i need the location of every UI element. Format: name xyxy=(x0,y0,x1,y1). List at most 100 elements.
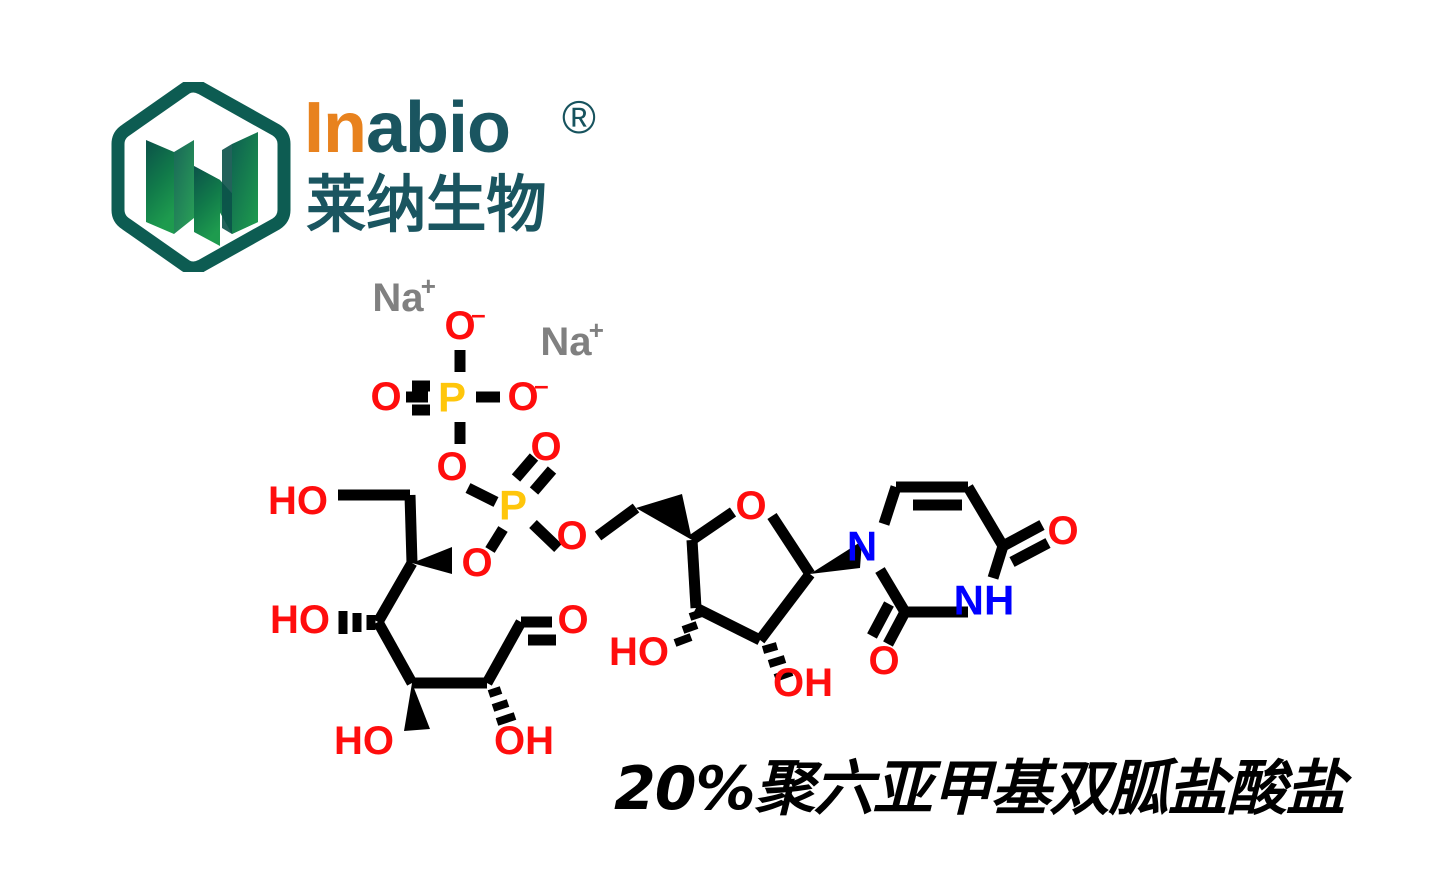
bond-c4-c3 xyxy=(373,619,417,686)
atom-symbol: OH xyxy=(494,719,554,763)
atom-label-p-lower: P xyxy=(499,482,527,529)
atom-label-ho-glucose-top: HO xyxy=(268,479,328,523)
atom-symbol: O xyxy=(1047,509,1078,553)
hash-c2-oh xyxy=(487,686,517,726)
bond-c3prime-c2prime xyxy=(693,603,763,645)
bond-oring-c1prime xyxy=(767,512,815,578)
atom-label-o-ribose-ring: O xyxy=(735,484,766,528)
atom-label-nh-uracil: NH xyxy=(954,577,1015,624)
atom-label-oh-glucose-bot: OH xyxy=(494,719,554,763)
bond-lines xyxy=(338,350,1051,689)
atom-symbol: O xyxy=(735,484,766,528)
wordmark-chinese: 莱纳生物 xyxy=(306,168,547,241)
w-left-bar xyxy=(146,140,174,234)
atom-label-n-uracil-1: N xyxy=(847,523,877,570)
wordmark-abio: abio xyxy=(365,88,511,168)
bond-c5-c4 xyxy=(963,484,1008,549)
atom-label-o-uracil-c4: O xyxy=(1047,509,1078,553)
wedge-c3-ho xyxy=(404,683,430,731)
hexagon-outline xyxy=(111,82,291,272)
hash-c2prime-oh xyxy=(761,642,794,682)
atom-symbol: OH xyxy=(773,661,833,705)
hash-c4-ho xyxy=(338,611,376,634)
bond-obridge-p2 xyxy=(465,483,499,507)
w-middle-bar xyxy=(194,166,220,246)
wedge-c1prime-n xyxy=(810,541,862,574)
double-bond-group xyxy=(412,380,430,416)
atom-symbol: O xyxy=(436,445,467,489)
atom-label-o-bridge: O xyxy=(436,445,467,489)
atom-symbol: P xyxy=(499,482,527,529)
atom-symbol: O xyxy=(444,304,475,348)
wedge-c5prime-ch2 xyxy=(636,494,692,540)
atom-symbol: O xyxy=(557,598,588,642)
bond-oester-c5prime xyxy=(594,503,640,541)
wedge-bonds xyxy=(404,494,862,731)
w-right-bar-edge xyxy=(222,144,232,234)
atom-symbol: HO xyxy=(609,630,669,674)
atom-symbol: O xyxy=(507,375,538,419)
atom-label-p-upper: P xyxy=(438,374,466,421)
bond-c2-o-a xyxy=(883,609,910,647)
bond-c2-c1 xyxy=(482,619,526,686)
bond-c5-c4 xyxy=(373,560,417,625)
atom-charge: – xyxy=(534,370,548,400)
bond-c4-o-a xyxy=(1000,520,1045,551)
wordmark-latin: Inabio xyxy=(304,92,511,164)
atom-symbol: O xyxy=(556,514,587,558)
bond-c4-o-b xyxy=(1009,538,1051,567)
bond-c4prime-c3prime xyxy=(686,539,702,609)
atom-label-o-minus-top: O– xyxy=(444,299,485,348)
atom-label-ho-glucose-mid: HO xyxy=(270,598,330,642)
atom-symbol: HO xyxy=(334,719,394,763)
inabio-hexagon-w-mark-icon xyxy=(111,82,291,272)
bond-c2prime-c1prime xyxy=(755,570,815,644)
bond-p2-oester-left xyxy=(485,526,508,553)
atom-label-o-aldehyde: O xyxy=(557,598,588,642)
w-right-bar xyxy=(232,132,258,234)
atom-symbol: HO xyxy=(270,598,330,642)
inabio-wordmark: Inabio ® 莱纳生物 xyxy=(304,92,634,262)
atom-label-ho-ribose: HO xyxy=(609,630,669,674)
bond-c6-c5 xyxy=(404,494,418,564)
atom-symbol: HO xyxy=(268,479,328,523)
bond-p2-odouble-b xyxy=(529,466,557,495)
atom-label-ho-glucose-bot: HO xyxy=(334,719,394,763)
wedge-c5-o xyxy=(412,547,452,574)
bond-c4prime-oring xyxy=(688,507,737,545)
bond-p2-odouble-a xyxy=(511,453,539,482)
wordmark-in: In xyxy=(304,88,367,168)
atom-symbol: N xyxy=(847,523,877,570)
atom-symbol: O xyxy=(530,425,561,469)
atom-symbol: Na xyxy=(372,276,424,320)
atom-label-na-plus-1: Na+ xyxy=(372,271,436,320)
w-left-bar-side xyxy=(174,140,194,234)
atom-charge: + xyxy=(589,315,604,345)
bond-c4-n3 xyxy=(987,544,1009,580)
atom-label-oh-ribose: OH xyxy=(773,661,833,705)
hash-bonds xyxy=(338,609,794,726)
atom-symbol: O xyxy=(868,639,899,683)
atom-charge: + xyxy=(421,271,436,301)
bond-c2-n1 xyxy=(875,567,910,615)
atom-label-o-uracil-c2: O xyxy=(868,639,899,683)
atom-label-o-ester-left: O xyxy=(461,541,492,585)
registered-trademark-icon: ® xyxy=(562,91,596,143)
atom-symbol: O xyxy=(370,375,401,419)
atom-symbol: Na xyxy=(540,320,592,364)
atom-label-o-double-lower: O xyxy=(530,425,561,469)
atom-symbol: NH xyxy=(954,577,1015,624)
atom-label-o-ester-right: O xyxy=(556,514,587,558)
bond-p2-oester-right xyxy=(529,520,562,552)
hash-c3prime-ho xyxy=(673,609,704,647)
atom-charge: – xyxy=(471,299,485,329)
bond-c2-o-b xyxy=(867,601,894,639)
product-name-caption: 20%聚六亚甲基双胍盐酸盐 xyxy=(614,754,1346,824)
atom-label-na-plus-2: Na+ xyxy=(540,315,604,364)
atom-label-o-double-left: O xyxy=(370,375,401,419)
atom-symbol: P xyxy=(438,374,466,421)
atom-label-o-minus-right: O– xyxy=(507,370,548,419)
